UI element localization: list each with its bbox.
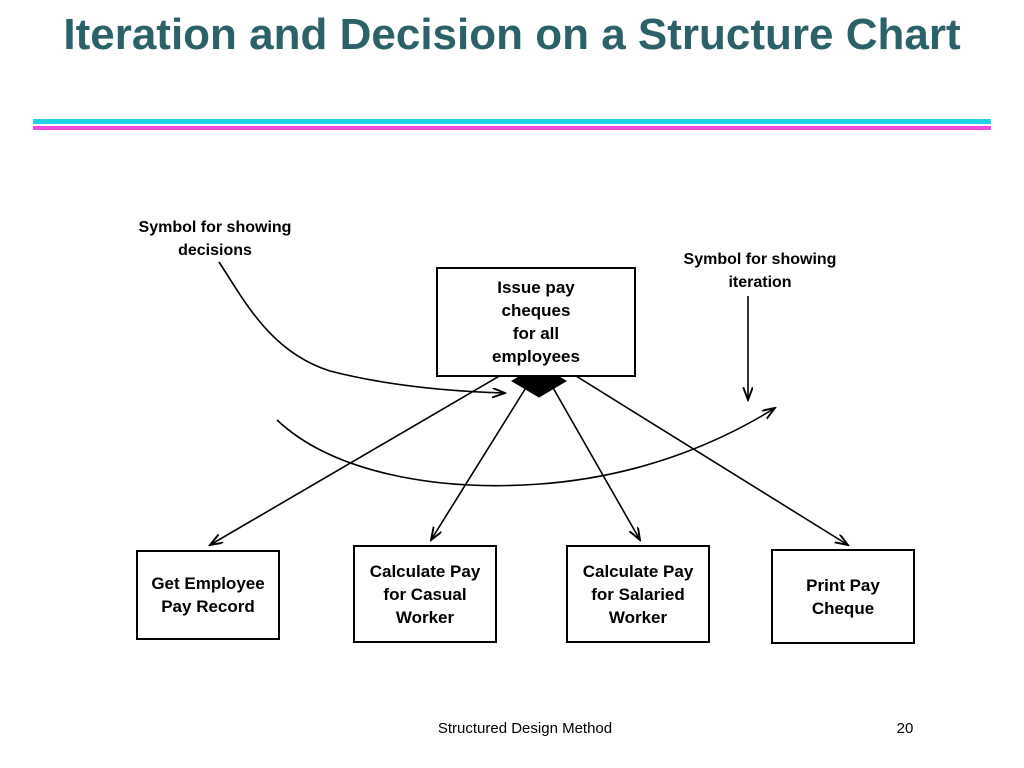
- footer-title: Structured Design Method: [437, 720, 613, 737]
- divider-line-cyan: [33, 119, 991, 124]
- chart-node-print-pay-cheque[interactable]: Print Pay Cheque: [771, 549, 915, 644]
- title-divider: [33, 119, 991, 130]
- chart-node-calculate-pay-salaried-worker[interactable]: Calculate Pay for Salaried Worker: [566, 545, 710, 643]
- annotation-iteration: Symbol for showing iteration: [683, 251, 837, 291]
- link-root-to-calculate-casual: [431, 385, 528, 540]
- divider-gap: [33, 124, 991, 126]
- chart-node-issue-pay-cheques[interactable]: Issue pay cheques for all employees: [436, 267, 636, 377]
- chart-node-calculate-pay-casual-worker[interactable]: Calculate Pay for Casual Worker: [353, 545, 497, 643]
- chart-node-get-employee-pay-record[interactable]: Get Employee Pay Record: [136, 550, 280, 640]
- link-root-to-calculate-salaried: [551, 385, 640, 540]
- callout-line-decisions: [218, 261, 505, 393]
- iteration-arc-icon: [276, 408, 775, 487]
- link-root-to-get-employee-pay-record: [210, 370, 509, 545]
- page-title: Iteration and Decision on a Structure Ch…: [63, 10, 961, 59]
- annotation-decisions: Symbol for showing decisions: [138, 219, 292, 259]
- divider-line-magenta: [33, 126, 991, 130]
- link-root-to-print-pay-cheque: [567, 370, 848, 545]
- footer-page-number: 20: [896, 720, 914, 737]
